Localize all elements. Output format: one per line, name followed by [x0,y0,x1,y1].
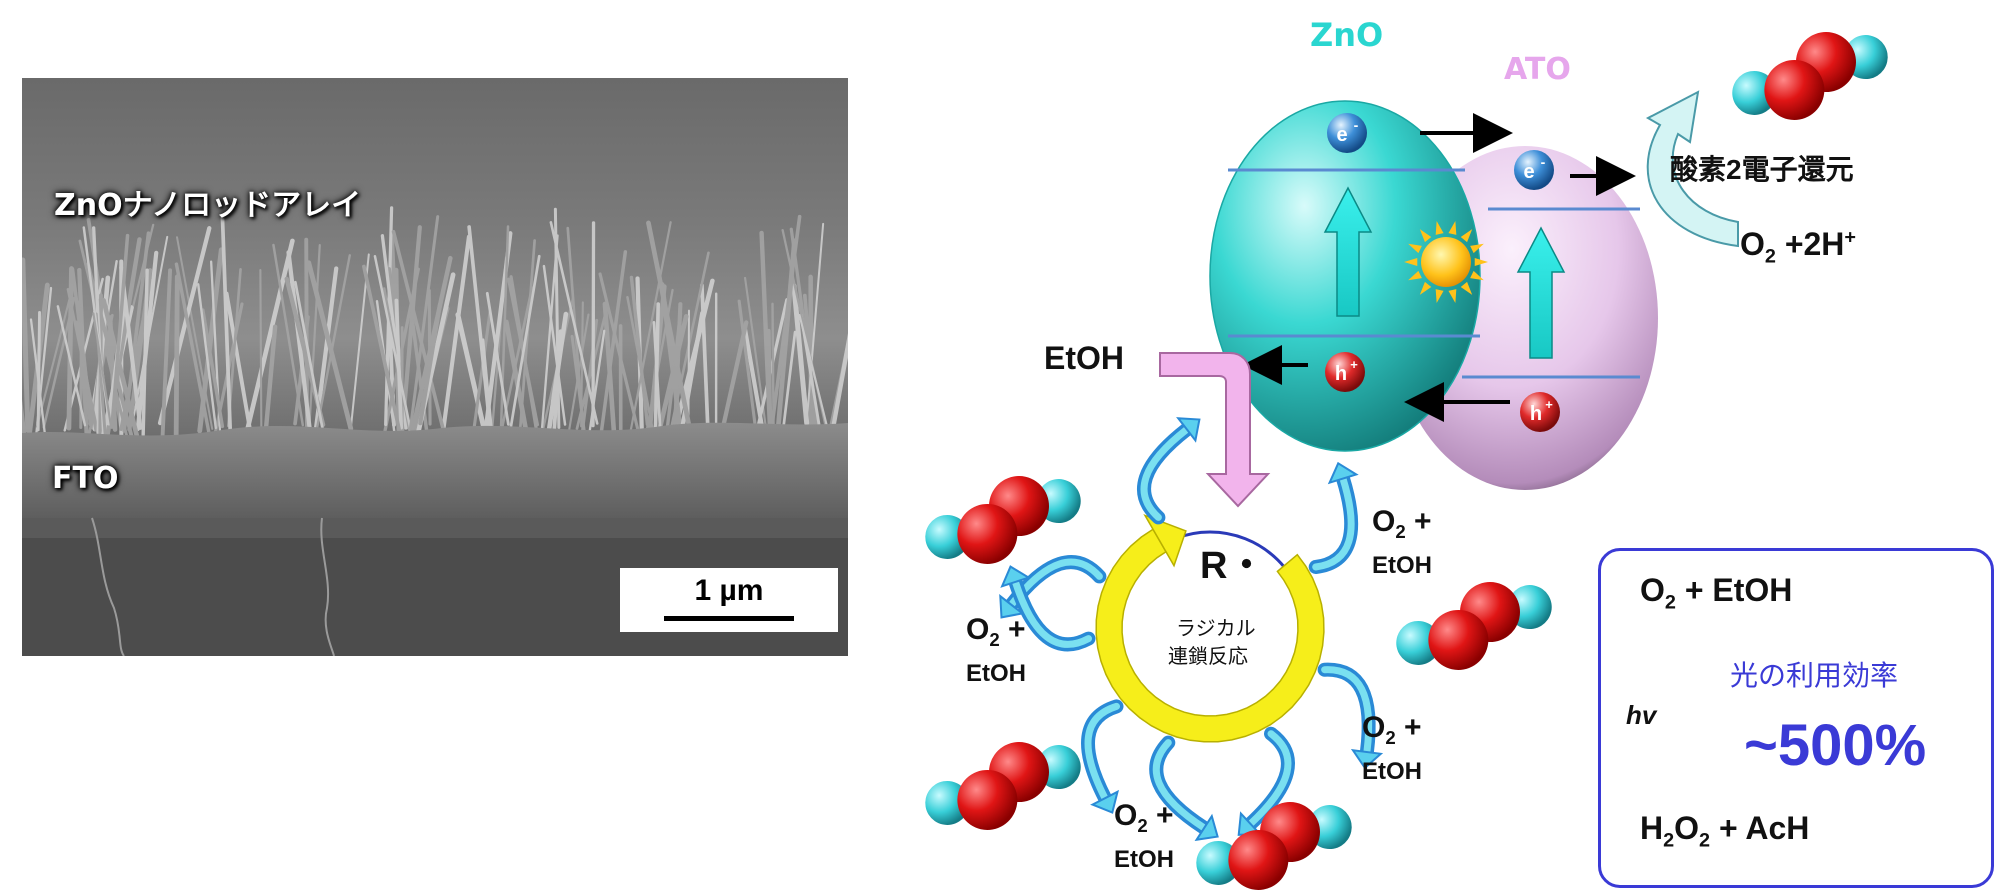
ato-hole-sup: + [1545,397,1553,412]
sem-fto-label: FTO [52,461,119,496]
radical-chain-cycle [1095,513,1325,743]
o2-o: O [1362,711,1386,744]
o2-etoh-label-right: O2 + EtOH [1362,712,1422,788]
sem-micrograph: ZnOナノロッドアレイ FTO 1 µm [22,78,848,656]
product-o: O [1674,810,1700,846]
o2-etoh-label-bottom: O2 + EtOH [1114,800,1174,876]
summary-product: H2O2 + AcH [1640,810,1809,852]
o2-plus: + [1405,505,1432,538]
radical-spread-arrow-highlight [1312,475,1355,571]
o2-molecule-top-shape [1732,32,1888,120]
summary-reactant: O2 + EtOH [1640,572,1792,614]
product-sub2: 2 [1699,829,1711,852]
ato-electron-label: e [1523,161,1534,183]
radical-spread-arrow-highlight [1140,425,1191,521]
radical-spread-arrow-highlight [1246,730,1292,828]
radical-spread-arrow-highlight [1152,739,1208,832]
radical-spread-arrowhead [1194,813,1219,842]
etoh-small: EtOH [1114,846,1174,873]
o2-molecule-right [1396,582,1552,670]
zno-hole-label: h [1335,363,1347,385]
reduction-curved-arrow [1645,90,1739,248]
ato-excitation-arrow [1516,226,1566,359]
o2-o: O [1372,505,1396,538]
summary-o-sub: 2 [1664,591,1676,614]
ato-hole: h + [1520,392,1560,432]
radical-spread-arrowhead [1176,417,1201,443]
scale-bar-box: 1 µm [620,568,838,632]
radical-spread-arrowhead [1350,749,1384,770]
o2-etoh-label-left: O2 + EtOH [966,614,1026,690]
ato-label: ATO [1504,52,1571,87]
reduction-rest: +2H [1775,226,1845,262]
reduction-reactant: O2 +2H+ [1740,226,1856,268]
etoh-small: EtOH [1372,552,1432,579]
zno-label: ZnO [1310,16,1384,54]
o2-etoh-label-topright: O2 + EtOH [1372,506,1432,582]
radical-spread-arrow-highlight [1321,666,1373,756]
reduction-label: 酸素2電子還元 [1670,154,1854,185]
summary-reactant-rest: + EtOH [1675,572,1793,608]
zno-electron: e - [1327,113,1367,153]
o2-plus: + [999,613,1026,646]
sun-icon [1404,221,1488,303]
reduction-o-sub: 2 [1764,245,1776,268]
sem-title-label: ZnOナノロッドアレイ [54,188,362,223]
o2-o: O [1114,799,1138,832]
chain-label-1: ラジカル [1176,618,1256,640]
o2-sub: 2 [1137,815,1148,836]
efficiency-label: 光の利用効率 [1730,660,1899,691]
radical-spread-arrow-highlight [1084,702,1120,802]
product-rest: + AcH [1710,810,1810,846]
o2-molecule-left-bottom [925,742,1081,830]
o2-sub: 2 [1395,521,1406,542]
radical-spread-arrowhead [1000,565,1032,588]
o2-sub: 2 [989,629,1000,650]
hv-label: hv [1626,700,1657,730]
o2-sub: 2 [1385,727,1396,748]
radical-spread-arrow-highlight [1011,578,1092,648]
zno-electron-sup: - [1354,117,1359,133]
zno-hole: h + [1325,352,1365,392]
scale-bar-line [664,616,794,621]
zno-hole-sup: + [1350,357,1358,372]
scale-bar-label: 1 µm [694,574,764,607]
etoh-label: EtOH [1044,340,1124,376]
o2-molecule-left-top [925,476,1081,564]
chain-label-2: 連鎖反応 [1168,646,1248,668]
ato-hole-label: h [1530,403,1542,425]
o2-molecule-top [1732,32,1888,120]
summary-box [1598,548,1994,888]
etoh-small: EtOH [1362,758,1422,785]
zno-electron-label: e [1336,124,1347,146]
product-sub1: 2 [1663,829,1675,852]
radical-label: R・ [1200,545,1266,587]
reduction-sup: + [1844,226,1856,249]
summary-o: O [1640,572,1665,608]
radical-spread-arrowhead [1090,789,1120,814]
ato-electron-sup: - [1541,154,1546,170]
o2-molecule-bottom [1196,802,1352,890]
radical-spread-arrowhead [999,594,1025,619]
etoh-small: EtOH [966,660,1026,687]
sem-image [22,78,848,656]
zno-excitation-arrow [1323,186,1373,317]
radical-chain-arrowhead [1143,513,1187,568]
o2-o: O [966,613,990,646]
o2-plus: + [1147,799,1174,832]
o2-plus: + [1395,711,1422,744]
etoh-pink-arrow [1159,352,1271,508]
efficiency-value: ~500% [1744,713,1927,778]
ato-electron: e - [1514,150,1554,190]
radical-spread-arrowhead [1327,461,1359,485]
product-h: H [1640,810,1664,846]
reduction-o: O [1740,226,1765,262]
